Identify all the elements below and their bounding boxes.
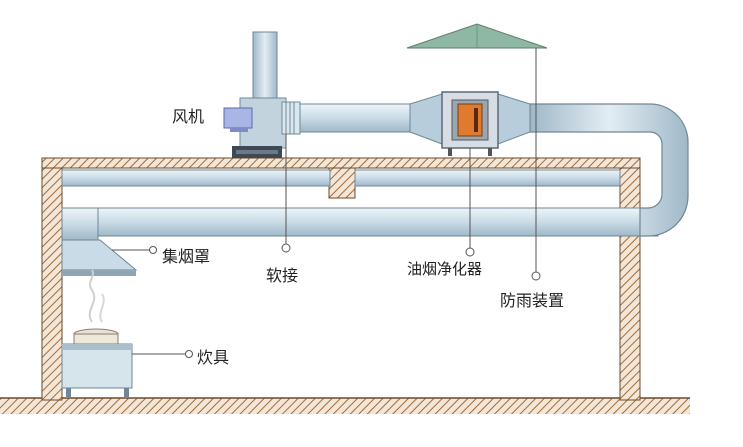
leader-endpoints xyxy=(149,243,541,358)
ground xyxy=(0,398,690,414)
stove xyxy=(61,328,133,398)
roof-duct xyxy=(297,103,419,133)
right-wall xyxy=(619,159,641,401)
purifier-outlet-cone xyxy=(497,93,531,145)
left-wall xyxy=(41,159,63,401)
ceiling-beam xyxy=(328,167,356,199)
purifier-inlet-cone xyxy=(409,93,443,145)
soft-joint xyxy=(281,101,301,135)
hood-elbow xyxy=(61,207,99,241)
upper-duct xyxy=(61,169,331,187)
fan-unit xyxy=(223,31,287,158)
rain-cap-label: 防雨装置 xyxy=(500,291,565,310)
purifier-label: 油烟净化器 xyxy=(407,260,483,278)
soft-joint-label: 软接 xyxy=(266,266,299,285)
stove-label: 炊具 xyxy=(197,348,230,367)
leader-lines xyxy=(112,48,537,355)
u-bend-duct xyxy=(529,103,689,237)
exhaust-hood xyxy=(61,239,138,276)
rain-cap xyxy=(406,23,548,49)
main-duct xyxy=(97,207,659,237)
hood-label: 集烟罩 xyxy=(162,247,211,266)
roof-slab xyxy=(41,157,641,169)
upper-duct-right xyxy=(354,169,621,187)
smoke xyxy=(88,269,96,323)
oil-fume-purifier xyxy=(441,91,499,156)
fan-label: 风机 xyxy=(172,107,205,126)
